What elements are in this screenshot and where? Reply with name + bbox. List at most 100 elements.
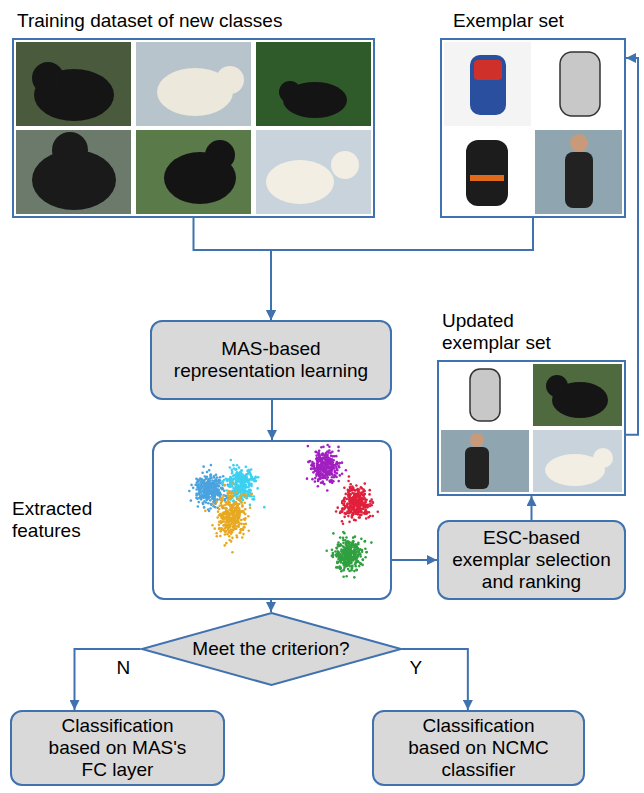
feature-dot	[333, 476, 336, 479]
feature-dot	[214, 494, 217, 497]
feature-dot	[335, 553, 338, 556]
feature-dot	[240, 501, 243, 504]
feature-dot	[206, 494, 209, 497]
feature-dot	[222, 480, 225, 483]
feature-dot	[230, 513, 233, 516]
feature-dot	[350, 561, 353, 564]
feature-dot	[254, 476, 257, 479]
feature-dot	[217, 492, 220, 495]
feature-dot	[351, 489, 354, 492]
edge-label: Y	[408, 657, 425, 679]
feature-dot	[208, 496, 211, 499]
feature-dot	[360, 538, 363, 541]
feature-dot	[349, 486, 352, 489]
feature-dot	[338, 462, 341, 465]
feature-dot	[216, 500, 219, 503]
feature-dot	[315, 450, 318, 453]
feature-dot	[346, 502, 349, 505]
feature-dot	[347, 480, 350, 483]
feature-dot	[192, 487, 195, 490]
feature-dot	[207, 480, 210, 483]
feature-dot	[219, 476, 222, 479]
feature-dot	[251, 478, 254, 481]
feature-dot	[341, 555, 344, 558]
feature-dot	[355, 500, 358, 503]
feature-dot	[339, 560, 342, 563]
feature-dot	[227, 513, 230, 516]
feature-dot	[253, 495, 256, 498]
feature-dot	[242, 528, 245, 531]
feature-dot	[339, 536, 342, 539]
feature-dot	[314, 468, 317, 471]
feature-dot	[229, 476, 232, 479]
feature-dot	[309, 460, 312, 463]
feature-dot	[203, 490, 206, 493]
feature-dot	[332, 480, 335, 483]
feature-dot	[347, 558, 350, 561]
feature-dot	[232, 504, 235, 507]
feature-dot	[343, 486, 346, 489]
feature-dot	[318, 455, 321, 458]
feature-dot	[329, 457, 332, 460]
feature-dot	[364, 548, 367, 551]
feature-dot	[248, 490, 251, 493]
feature-dot	[249, 507, 252, 510]
feature-dot	[231, 472, 234, 475]
box-label: MAS-based representation learning	[166, 338, 376, 382]
process-box: ESC-based exemplar selection and ranking	[437, 520, 626, 600]
feature-dot	[365, 551, 368, 554]
feature-dot	[231, 507, 234, 510]
feature-dot	[332, 556, 335, 559]
feature-dot	[224, 507, 227, 510]
bear-figure	[546, 375, 568, 397]
feature-dot	[219, 513, 222, 516]
feature-dot	[334, 550, 337, 553]
feature-dot	[352, 500, 355, 503]
feature-dot	[230, 497, 233, 500]
photo-tile	[441, 364, 529, 426]
photo-tile	[16, 42, 131, 126]
feature-dot	[223, 484, 226, 487]
feature-dot	[224, 507, 227, 510]
feature-dot	[249, 504, 252, 507]
feature-dot	[190, 484, 193, 487]
feature-dot	[247, 486, 250, 489]
feature-dot	[352, 552, 355, 555]
feature-dot	[345, 562, 348, 565]
feature-dot	[228, 501, 231, 504]
feature-dot	[221, 483, 224, 486]
photo-tile	[533, 430, 622, 492]
feature-dot	[213, 496, 216, 499]
feature-dot	[217, 510, 220, 513]
feature-dot	[346, 553, 349, 556]
photo-tile	[136, 42, 251, 126]
feature-dot	[310, 467, 313, 470]
feature-dot	[234, 508, 237, 511]
feature-dot	[344, 565, 347, 568]
feature-dot	[323, 483, 326, 486]
feature-dot	[214, 506, 217, 509]
feature-dot	[356, 557, 359, 560]
feature-dot	[345, 562, 348, 565]
feature-dot	[365, 517, 368, 520]
feature-dot	[372, 501, 375, 504]
feature-dot	[228, 526, 231, 529]
feature-dot	[227, 490, 230, 493]
feature-dot	[230, 532, 233, 535]
feature-dot	[368, 489, 371, 492]
feature-dot	[229, 496, 232, 499]
feature-dot	[343, 496, 346, 499]
feature-dot	[253, 498, 256, 501]
feature-dot	[358, 488, 361, 491]
photo-frame: Exemplar set	[440, 38, 626, 218]
feature-dot	[248, 469, 251, 472]
feature-dot	[190, 499, 193, 502]
feature-dot	[232, 504, 235, 507]
connector	[531, 496, 533, 520]
feature-dot	[346, 503, 349, 506]
feature-dot	[215, 474, 218, 477]
feature-dot	[244, 496, 247, 499]
feature-dot	[355, 484, 358, 487]
connector	[194, 218, 272, 320]
feature-dot	[349, 483, 352, 486]
